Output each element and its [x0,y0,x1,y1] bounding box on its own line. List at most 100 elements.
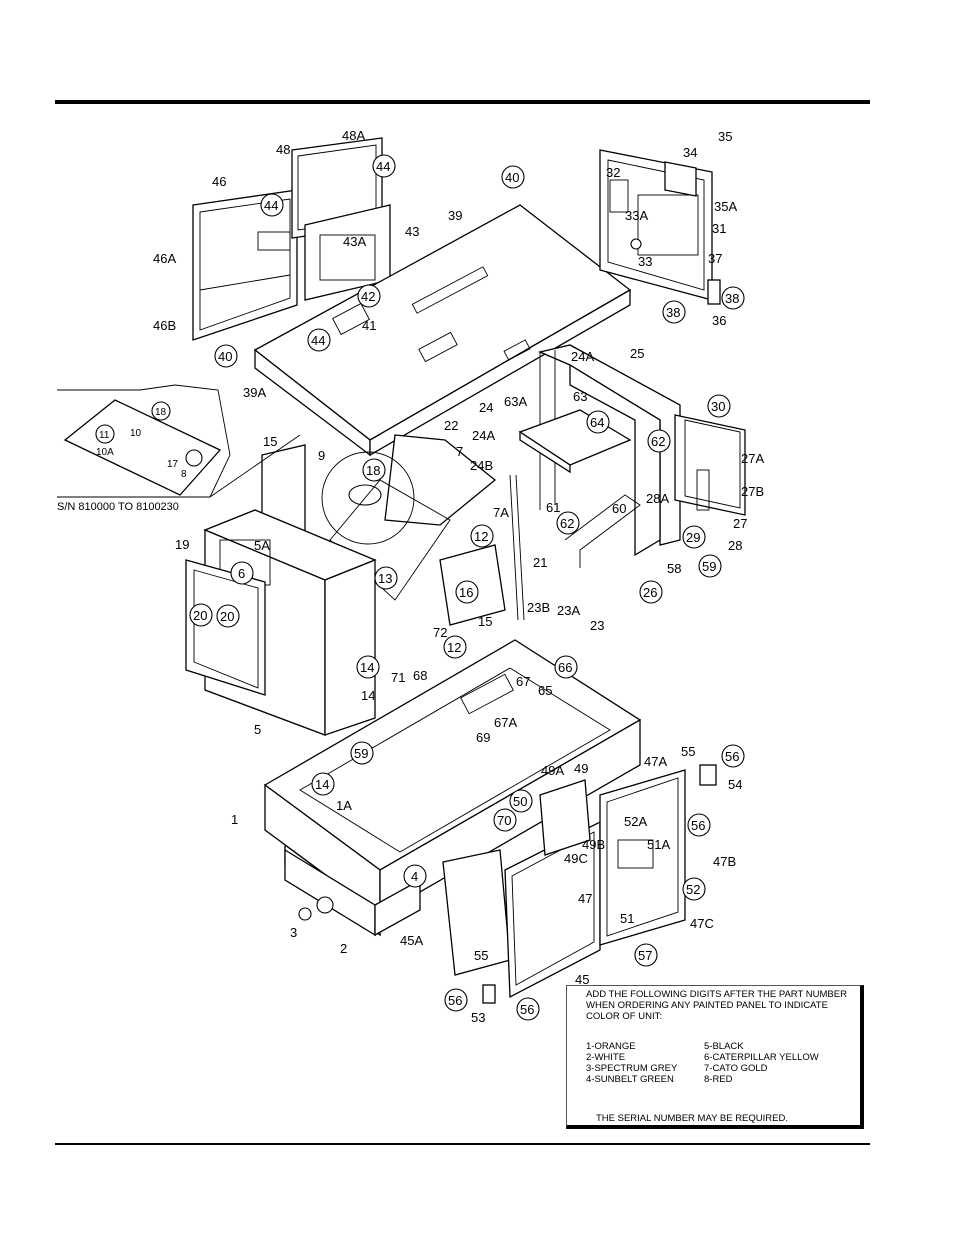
svg-text:26: 26 [643,585,657,600]
svg-text:45A: 45A [400,933,423,948]
svg-text:56: 56 [520,1002,534,1017]
svg-text:71: 71 [391,670,405,685]
svg-text:7A: 7A [493,505,509,520]
svg-text:34: 34 [683,145,697,160]
svg-text:28: 28 [728,538,742,553]
control-box-43 [304,204,391,301]
svg-text:28A: 28A [646,491,669,506]
svg-text:60: 60 [612,501,626,516]
cap-3 [298,907,312,921]
svg-text:62: 62 [560,516,574,531]
hinge-54 [699,764,717,786]
svg-text:10A: 10A [96,447,114,458]
svg-text:35: 35 [718,129,732,144]
svg-text:22: 22 [444,418,458,433]
svg-text:14: 14 [361,688,375,703]
svg-text:12: 12 [474,529,488,544]
svg-text:38: 38 [666,305,680,320]
svg-text:5: 5 [254,722,261,737]
svg-text:50: 50 [513,794,527,809]
svg-text:6: 6 [238,566,245,581]
plate-63 [518,409,632,474]
color-item: 3-SPECTRUM GREY [586,1063,678,1074]
door-panel-19 [185,559,266,696]
svg-text:72: 72 [433,625,447,640]
svg-text:59: 59 [354,746,368,761]
svg-text:43A: 43A [343,234,366,249]
svg-text:17: 17 [167,459,179,470]
svg-text:10: 10 [130,428,142,439]
svg-text:9: 9 [318,448,325,463]
svg-text:56: 56 [725,749,739,764]
svg-text:2: 2 [340,941,347,956]
svg-text:68: 68 [413,668,427,683]
svg-text:67: 67 [516,674,530,689]
svg-text:33A: 33A [625,208,648,223]
svg-text:47C: 47C [690,916,714,931]
svg-text:44: 44 [376,159,390,174]
svg-text:47: 47 [578,891,592,906]
hinge-53 [482,984,496,1004]
box-49 [539,779,591,856]
svg-text:30: 30 [711,399,725,414]
svg-text:63: 63 [573,389,587,404]
svg-text:8: 8 [181,469,187,480]
shroud-7 [321,434,497,601]
color-item: 5-BLACK [704,1041,744,1052]
svg-text:18: 18 [366,463,380,478]
bracket-60 [564,494,641,568]
svg-text:63A: 63A [504,394,527,409]
bottom-rule [55,1143,870,1145]
inset-detail [57,384,301,498]
svg-text:56: 56 [448,993,462,1008]
svg-text:13: 13 [378,571,392,586]
svg-text:40: 40 [218,349,232,364]
color-code-note: ADD THE FOLLOWING DIGITS AFTER THE PART … [566,985,864,1129]
color-list-right: 5-BLACK 6-CATERPILLAR YELLOW 7-CATO GOLD… [704,1041,819,1085]
svg-text:23A: 23A [557,603,580,618]
svg-text:11: 11 [99,430,110,441]
svg-text:49C: 49C [564,851,588,866]
svg-text:48: 48 [276,142,290,157]
svg-text:44: 44 [264,198,278,213]
svg-text:52: 52 [686,882,700,897]
svg-text:41: 41 [362,318,376,333]
svg-text:53: 53 [471,1010,485,1025]
svg-text:4: 4 [411,869,418,884]
svg-text:65: 65 [538,683,552,698]
svg-text:23: 23 [590,618,604,633]
box-34 [664,161,697,197]
svg-text:62: 62 [651,434,665,449]
svg-text:3: 3 [290,925,297,940]
bracket-36 [707,279,721,305]
color-list-left: 1-ORANGE 2-WHITE 3-SPECTRUM GREY 4-SUNBE… [586,1041,677,1085]
svg-text:61: 61 [546,500,560,515]
svg-text:49B: 49B [582,837,605,852]
color-item: 8-RED [704,1074,733,1085]
svg-text:33: 33 [638,254,652,269]
svg-text:47A: 47A [644,754,667,769]
svg-text:48A: 48A [342,128,365,143]
callout-labels: 48 48A 46 46A 46B 43 43A 39 39A 41 35 34… [96,128,764,1025]
svg-text:46A: 46A [153,251,176,266]
svg-text:57: 57 [638,948,652,963]
svg-text:40: 40 [505,170,519,185]
color-item: 7-CATO GOLD [704,1063,768,1074]
svg-text:32: 32 [606,165,620,180]
top-cover-39 [253,204,632,457]
svg-text:23B: 23B [527,600,550,615]
svg-text:54: 54 [728,777,742,792]
svg-text:46B: 46B [153,318,176,333]
svg-text:20: 20 [193,608,207,623]
svg-text:15: 15 [478,614,492,629]
door-panel-46 [192,189,298,341]
svg-text:55: 55 [474,948,488,963]
svg-text:51A: 51A [647,837,670,852]
svg-text:35A: 35A [714,199,737,214]
svg-text:44: 44 [311,333,325,348]
svg-text:70: 70 [497,813,511,828]
color-item: 2-WHITE [586,1052,626,1063]
svg-text:1A: 1A [336,798,352,813]
svg-text:59: 59 [702,559,716,574]
svg-text:31: 31 [712,221,726,236]
